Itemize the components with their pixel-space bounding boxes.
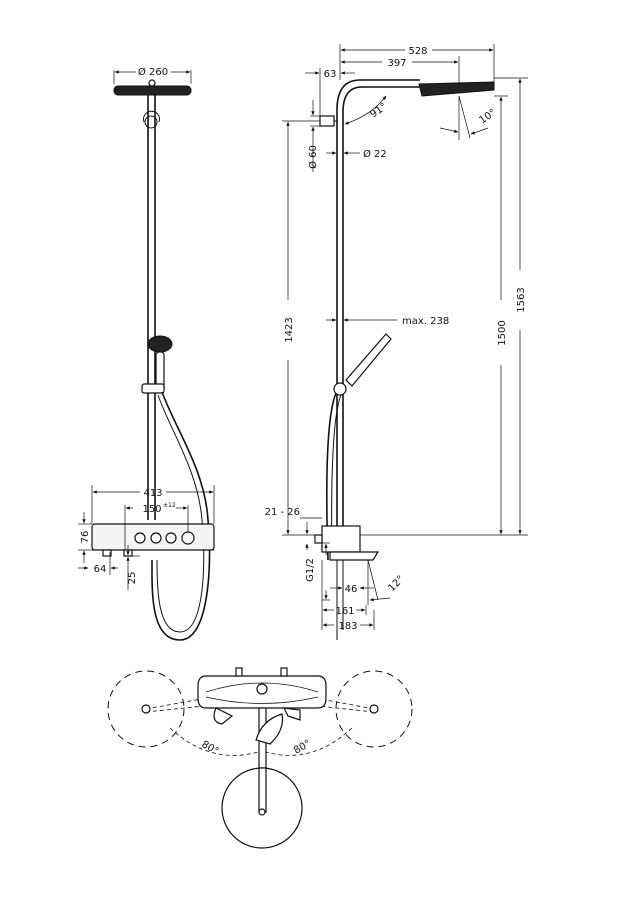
label-hand-shower-max: max. 238 <box>402 316 449 327</box>
front-thermostat <box>91 523 215 557</box>
side-view: 528 397 63 91° 10° <box>265 44 528 640</box>
label-spout-angle: 12° <box>386 574 406 594</box>
label-rail-height: 1423 <box>284 317 295 342</box>
front-hose <box>151 391 211 641</box>
label-arm-length: 528 <box>408 46 427 57</box>
label-dim-183: 183 <box>338 621 357 632</box>
label-thermostat-width: 413 <box>143 488 162 499</box>
side-riser-arm <box>319 79 420 535</box>
dim-handle-spacing: 150 ±12 <box>124 502 189 532</box>
top-spout <box>213 707 301 725</box>
dim-pipe-diameter: Ø 22 <box>326 148 387 160</box>
dim-hand-shower-max: max. 238 <box>326 316 449 327</box>
label-arm-offset: 63 <box>324 69 337 80</box>
label-connection-range: 21 - 26 <box>265 507 300 518</box>
label-dim-161: 161 <box>335 606 354 617</box>
label-outlet-depth: 25 <box>127 572 138 585</box>
front-head-shower <box>113 79 192 96</box>
side-head-shower <box>418 81 495 97</box>
dim-arm-offset: 63 <box>305 68 355 116</box>
dim-connection-range: 21 - 26 <box>265 507 322 550</box>
side-hand-shower <box>333 333 392 396</box>
label-bracket-diameter: Ø 60 <box>307 145 319 169</box>
dim-rotate-left: 80° <box>169 727 259 757</box>
dim-head-height-1563: 1563 <box>494 77 528 535</box>
dim-46: 46 <box>330 584 374 595</box>
label-head-diameter: Ø 260 <box>138 66 168 78</box>
dim-head-diameter: Ø 260 <box>113 66 192 84</box>
dim-183: 183 <box>322 610 375 632</box>
dim-outlet-depth: 25 <box>124 545 140 590</box>
top-view: 80° 80° <box>107 667 413 849</box>
left-rotation-circle <box>107 670 185 748</box>
label-offset-left: 64 <box>94 564 107 575</box>
top-thermostat <box>197 667 327 709</box>
dim-bracket-diameter: Ø 60 <box>307 100 322 172</box>
label-head-tilt: 10° <box>477 107 498 126</box>
dim-offset-left: 64 <box>78 552 118 575</box>
label-arm-angle: 91° <box>368 101 389 120</box>
label-rotate-right: 80° <box>292 738 313 756</box>
label-handle-spacing-tolerance: ±12 <box>163 502 176 509</box>
dim-arm-angle: 91° <box>344 95 389 125</box>
label-head-height-1500: 1500 <box>497 320 508 345</box>
front-hand-shower <box>141 335 173 394</box>
dim-head-tilt: 10° <box>439 95 498 140</box>
dim-head-height-1500: 1500 <box>360 95 528 536</box>
dim-thermostat-height: 76 <box>78 512 92 563</box>
top-riser <box>255 707 284 769</box>
label-rotate-left: 80° <box>200 739 221 757</box>
dim-161: 161 <box>321 560 367 630</box>
dim-arm-length: 528 <box>339 44 495 82</box>
label-arm-inner: 397 <box>387 58 406 69</box>
label-dim-46: 46 <box>345 584 358 595</box>
label-thread: G1/2 <box>305 558 316 582</box>
label-handle-spacing: 150 <box>142 504 161 515</box>
front-riser-pipe <box>143 95 160 520</box>
dim-rail-height: 1423 <box>282 120 320 536</box>
side-thermostat <box>314 525 380 640</box>
label-thermostat-height: 76 <box>80 531 91 544</box>
label-head-height-1563: 1563 <box>516 287 527 312</box>
dim-spout-angle: 12° <box>367 559 407 605</box>
dim-arm-inner: 397 <box>340 56 460 86</box>
dim-thread: G1/2 <box>305 542 330 601</box>
label-pipe-diameter: Ø 22 <box>363 148 387 160</box>
dim-thermostat-width: 413 <box>91 485 215 524</box>
right-rotation-circle <box>335 670 413 748</box>
front-view: Ø 260 <box>78 66 215 641</box>
